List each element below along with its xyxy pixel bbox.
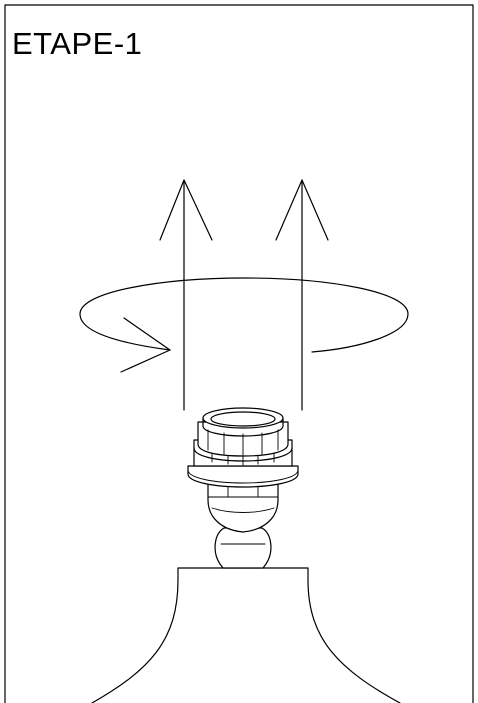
arrow-left-head [159, 179, 213, 241]
rotation-ellipse [79, 277, 409, 353]
step-title: ETAPE-1 [12, 26, 143, 61]
frame-border [4, 4, 474, 703]
lift-arrows [159, 179, 329, 411]
lamp-holder-body [207, 483, 279, 533]
rotation-arrow [79, 277, 409, 373]
rotation-arrow-head-lower [120, 349, 171, 373]
lamp-neck [214, 527, 272, 569]
lamp-holder-ring-nut [197, 421, 289, 457]
lamp-base [91, 567, 401, 703]
arrow-right-head [275, 179, 329, 241]
lamp-holder-top [202, 407, 284, 437]
rotation-arrow-head-upper [123, 317, 171, 351]
lamp-holder-lower-ring [187, 465, 299, 488]
